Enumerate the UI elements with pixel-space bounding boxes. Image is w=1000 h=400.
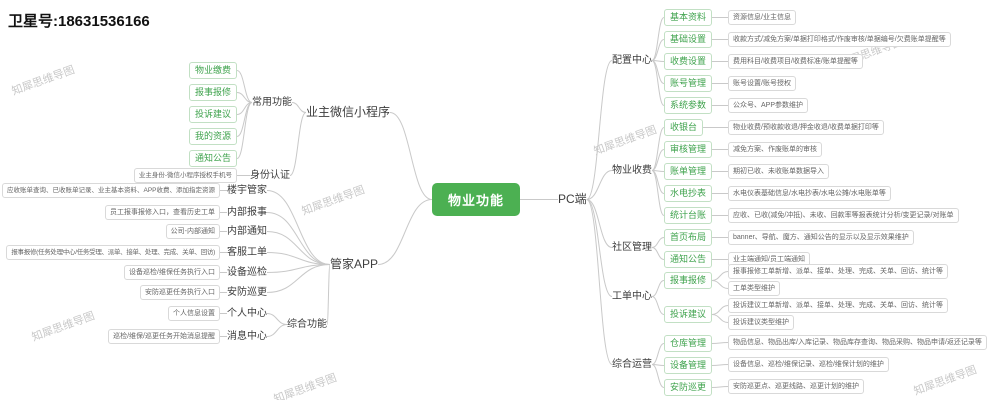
node-property-fee[interactable]: 物业收费 bbox=[612, 165, 652, 176]
node-homepage-layout-desc[interactable]: banner、导航、魔方、通知公告的显示以及显示效果维护 bbox=[728, 230, 914, 245]
node-internal-report[interactable]: 内部报事 bbox=[227, 207, 267, 218]
node-owner-wechat-miniprogram[interactable]: 业主微信小程序 bbox=[306, 105, 391, 119]
node-statistics-ledger[interactable]: 统计台账 bbox=[664, 207, 713, 224]
node-security-patrol-app[interactable]: 安防巡更 bbox=[227, 287, 267, 298]
node-report-repair-pc[interactable]: 报事报修 bbox=[664, 272, 713, 289]
node-warehouse-management-desc[interactable]: 物品信息、物品出库/入库记录、物品库存查询、物品采购、物品申请/返还记录等 bbox=[728, 335, 987, 350]
node-security-patrol-pc[interactable]: 安防巡更 bbox=[664, 379, 713, 396]
node-utility-meter-reading-desc[interactable]: 水电仪表基础信息/水电抄表/水电公摊/水电账单等 bbox=[728, 186, 891, 201]
node-utility-meter-reading[interactable]: 水电抄表 bbox=[664, 185, 713, 202]
node-complaint-pc-desc[interactable]: 投诉建议工单新增、派单、接单、处理、完成、关单、回访、统计等 bbox=[728, 298, 948, 313]
node-equipment-inspection-desc[interactable]: 设备巡检/维保任务执行入口 bbox=[124, 265, 220, 280]
node-audit-management[interactable]: 审核管理 bbox=[664, 141, 713, 158]
node-my-resources[interactable]: 我的资源 bbox=[188, 128, 237, 145]
node-internal-notice[interactable]: 内部通知 bbox=[227, 226, 267, 237]
node-workorder-center[interactable]: 工单中心 bbox=[612, 291, 652, 302]
node-bill-management[interactable]: 账单管理 bbox=[664, 163, 713, 180]
node-statistics-ledger-desc[interactable]: 应收、已收(减免/冲抵)、未收、回款率等报表统计分析/变更记录/对账单 bbox=[728, 208, 959, 223]
contact-number: 卫星号:18631536166 bbox=[8, 13, 150, 30]
node-community-management[interactable]: 社区管理 bbox=[612, 242, 652, 253]
node-system-params-desc[interactable]: 公众号、APP参数维护 bbox=[728, 98, 809, 113]
node-cashier-desc[interactable]: 物业收费/预收款收退/押金收退/收费单据打印等 bbox=[728, 120, 884, 135]
node-internal-report-desc[interactable]: 员工报事报修入口，查看历史工单 bbox=[105, 205, 220, 220]
node-cashier[interactable]: 收银台 bbox=[664, 119, 704, 136]
node-building-butler-desc[interactable]: 应收账单查询、已收账单记录、业主基本资料、APP收费、添加指定资源 bbox=[1, 183, 220, 198]
node-personal-center[interactable]: 个人中心 bbox=[227, 308, 267, 319]
node-notice-announcement[interactable]: 通知公告 bbox=[188, 150, 237, 167]
node-fee-settings[interactable]: 收费设置 bbox=[664, 53, 713, 70]
node-report-repair-pc-desc[interactable]: 报事报修工单新增、派单、接单、处理、完成、关单、回访、统计等 bbox=[728, 264, 948, 279]
node-account-management[interactable]: 账号管理 bbox=[664, 75, 713, 92]
node-account-management-desc[interactable]: 账号设置/账号授权 bbox=[728, 76, 796, 91]
node-basic-info-desc[interactable]: 资源信息/业主信息 bbox=[728, 10, 796, 25]
node-service-workorder-desc[interactable]: 报事报修(任务处理中心/任务受理、派单、接单、处理、完成、关单、回访) bbox=[6, 245, 220, 260]
node-internal-notice-desc[interactable]: 公司-内部通知 bbox=[165, 224, 220, 239]
node-composite-functions[interactable]: 综合功能 bbox=[287, 319, 327, 330]
node-message-center[interactable]: 消息中心 bbox=[227, 331, 267, 342]
node-basic-settings[interactable]: 基础设置 bbox=[664, 31, 713, 48]
node-basic-info[interactable]: 基本资料 bbox=[664, 9, 713, 26]
node-config-center[interactable]: 配置中心 bbox=[612, 55, 652, 66]
node-property-payment[interactable]: 物业缴费 bbox=[188, 62, 237, 79]
node-complaint-pc[interactable]: 投诉建议 bbox=[664, 306, 713, 323]
node-owner-identity-phone-auth[interactable]: 业主身份-微信小程序授权手机号 bbox=[133, 168, 237, 183]
node-basic-settings-desc[interactable]: 收款方式/减免方案/单据打印格式/作废审核/单据编号/欠费账单提醒等 bbox=[728, 32, 951, 47]
node-personal-center-desc[interactable]: 个人信息设置 bbox=[168, 306, 220, 321]
node-comprehensive-operation[interactable]: 综合运营 bbox=[612, 359, 652, 370]
node-homepage-layout[interactable]: 首页布局 bbox=[664, 229, 713, 246]
node-message-center-desc[interactable]: 巡检/维保/巡更任务开始消息提醒 bbox=[108, 329, 220, 344]
node-complaint-type-maintenance[interactable]: 投诉建议类型维护 bbox=[728, 315, 794, 330]
node-fee-settings-desc[interactable]: 费用科目/收费项目/收费标准/账单提醒等 bbox=[728, 54, 863, 69]
node-complaint-suggestion[interactable]: 投诉建议 bbox=[188, 106, 237, 123]
node-identity-auth[interactable]: 身份认证 bbox=[250, 170, 290, 181]
node-warehouse-management[interactable]: 仓库管理 bbox=[664, 335, 713, 352]
node-equipment-management-desc[interactable]: 设备信息、巡检/维保记录、巡检/维保计划的维护 bbox=[728, 357, 889, 372]
node-butler-app[interactable]: 管家APP bbox=[330, 257, 379, 271]
node-audit-management-desc[interactable]: 减免方案、作废账单的审核 bbox=[728, 142, 822, 157]
central-topic-property-functions[interactable]: 物业功能 bbox=[432, 183, 521, 216]
node-common-functions[interactable]: 常用功能 bbox=[252, 97, 292, 108]
node-notice-management[interactable]: 通知公告 bbox=[664, 251, 713, 268]
node-building-butler[interactable]: 楼宇管家 bbox=[227, 185, 267, 196]
node-report-repair[interactable]: 报事报修 bbox=[188, 84, 237, 101]
node-security-patrol-pc-desc[interactable]: 安防巡更点、巡更线路、巡更计划的维护 bbox=[728, 379, 864, 394]
node-system-params[interactable]: 系统参数 bbox=[664, 97, 713, 114]
node-pc-side[interactable]: PC端 bbox=[558, 192, 587, 206]
node-equipment-inspection[interactable]: 设备巡检 bbox=[227, 267, 267, 278]
node-security-patrol-app-desc[interactable]: 安防巡更任务执行入口 bbox=[140, 285, 220, 300]
node-service-workorder[interactable]: 客服工单 bbox=[227, 247, 267, 258]
node-equipment-management[interactable]: 设备管理 bbox=[664, 357, 713, 374]
node-bill-management-desc[interactable]: 期初已收、未收账单数据导入 bbox=[728, 164, 829, 179]
node-workorder-type-maintenance[interactable]: 工单类型维护 bbox=[728, 281, 780, 296]
